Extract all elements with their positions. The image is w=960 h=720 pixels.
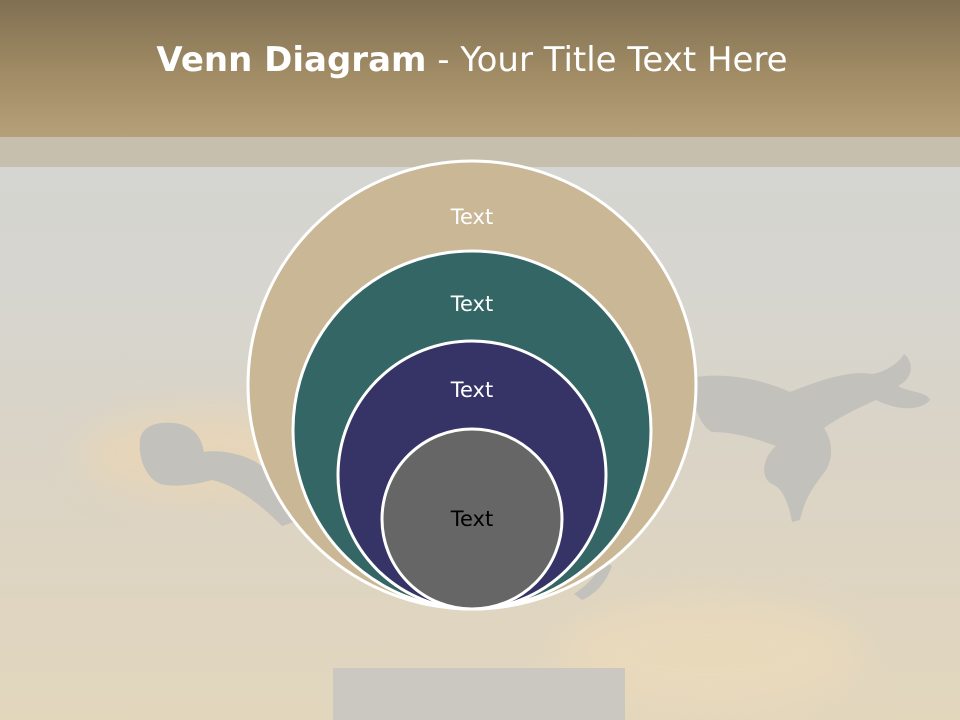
bottom-placeholder-box [333, 668, 625, 720]
header-bar [0, 0, 960, 137]
venn-label-third: Text [450, 378, 493, 402]
venn-label-outer: Text [450, 205, 493, 229]
title-bold: Venn Diagram [156, 40, 427, 80]
title-rest: - Your Title Text Here [426, 40, 788, 80]
left-silhouette [139, 422, 300, 526]
venn-circle-inner [380, 427, 564, 611]
venn-label-inner: Text [450, 507, 493, 531]
page-title: Venn Diagram - Your Title Text Here [0, 40, 944, 80]
venn-label-second: Text [450, 292, 493, 316]
right-silhouette-foot [574, 562, 612, 600]
right-silhouette [690, 354, 930, 522]
